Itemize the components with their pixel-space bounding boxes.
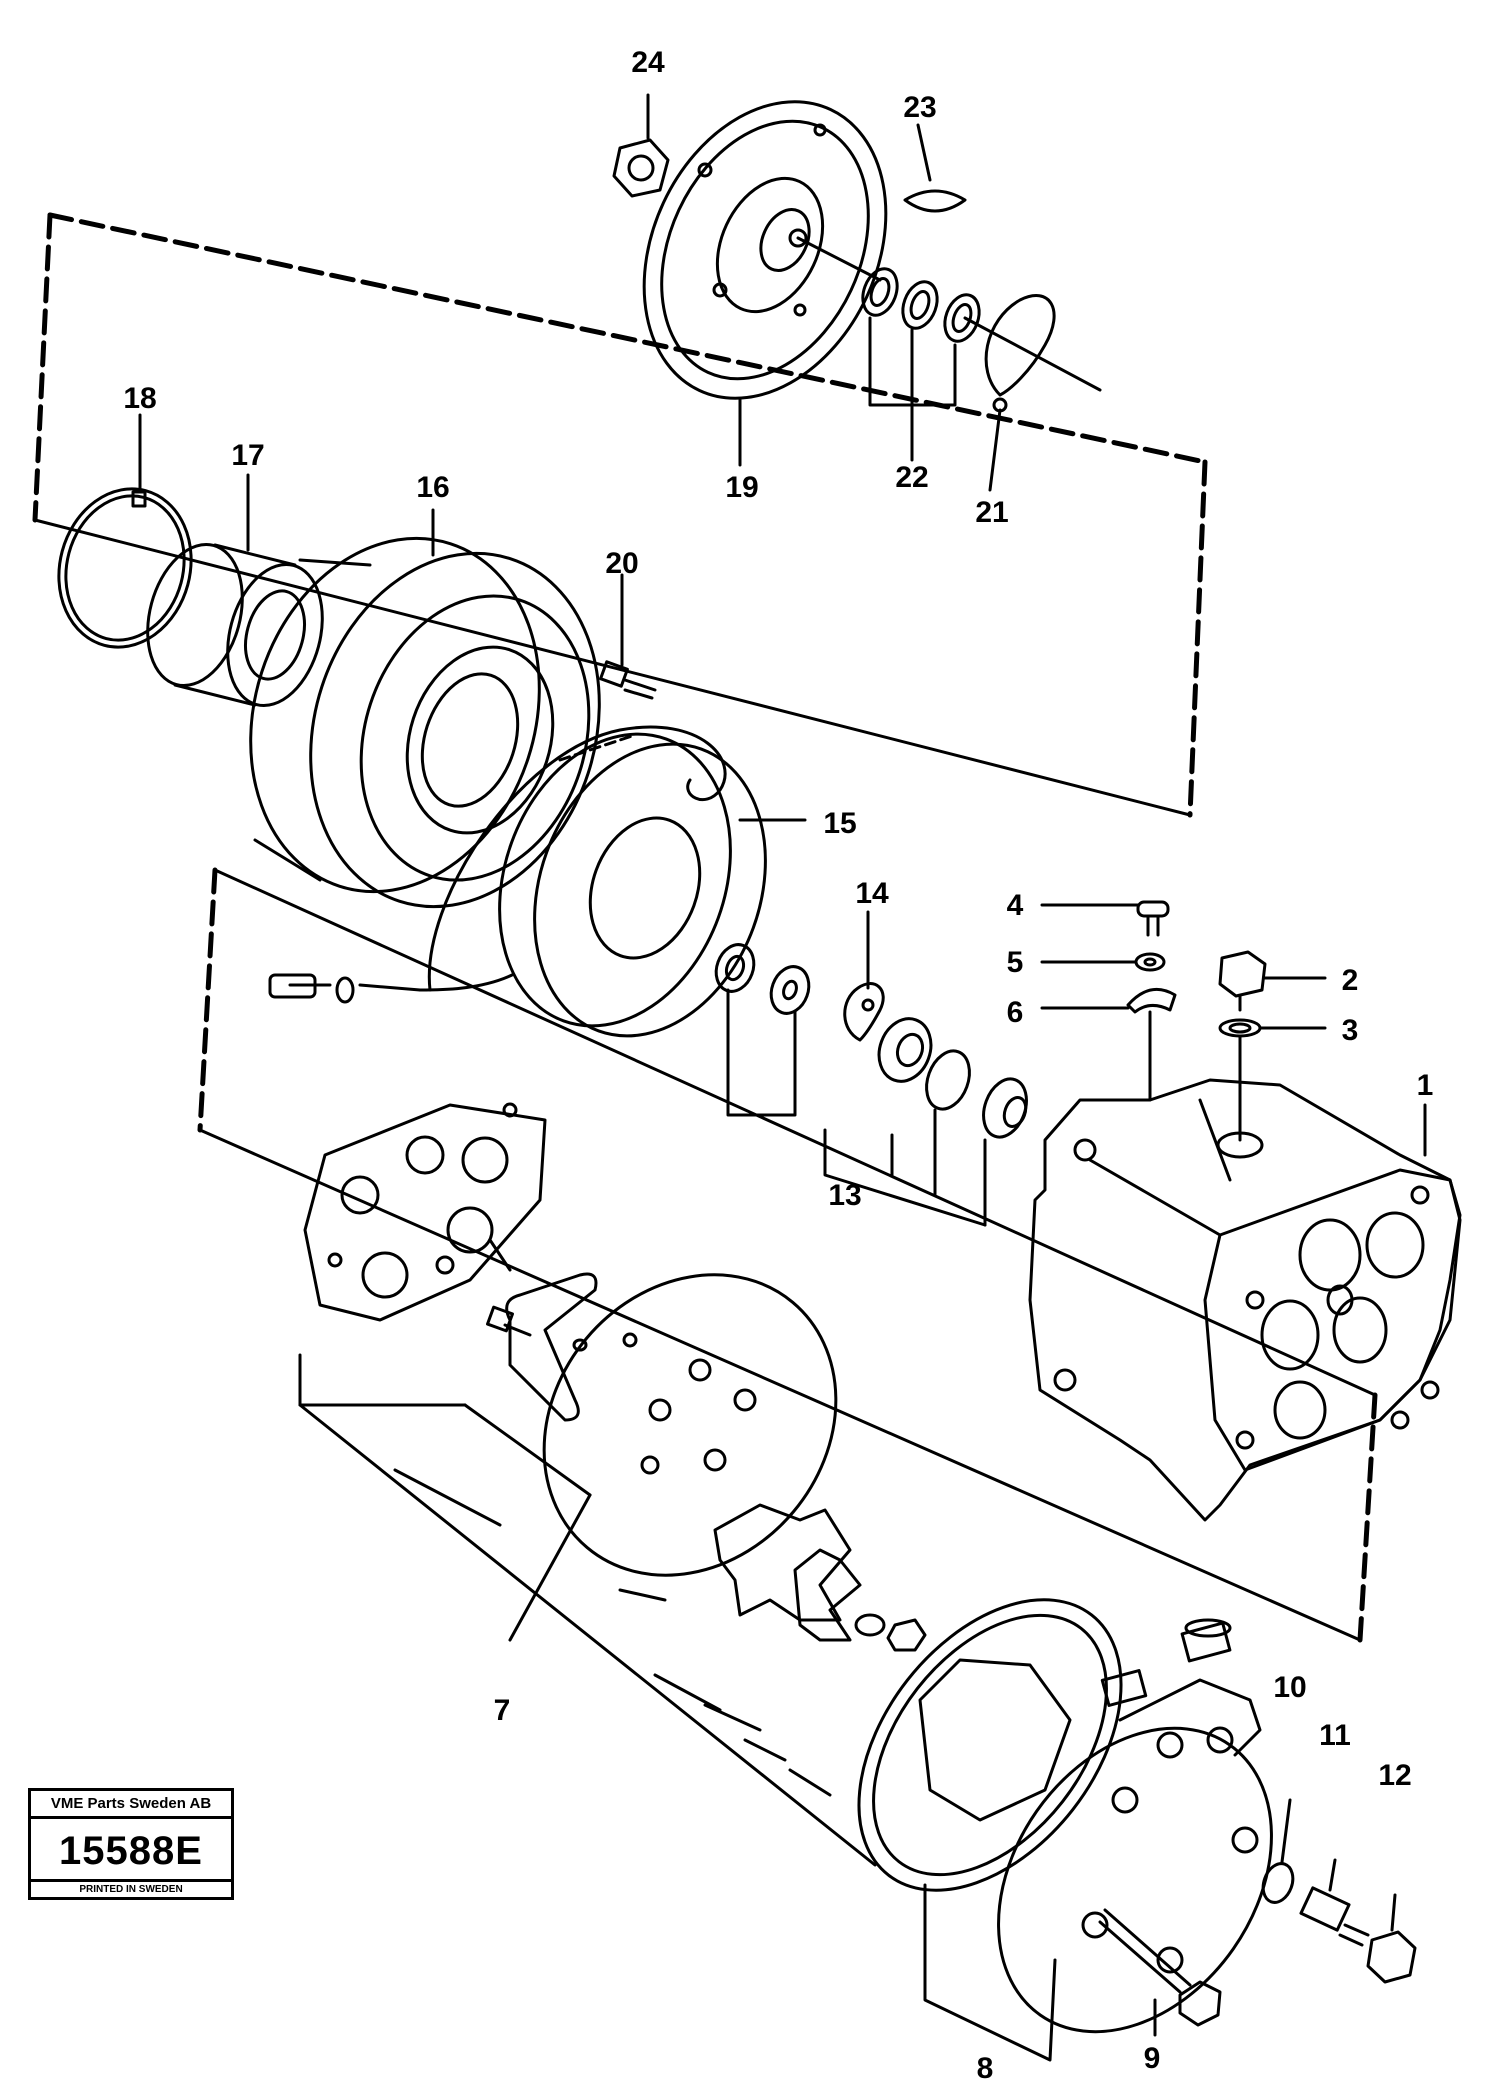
leader-23 bbox=[916, 123, 932, 182]
callout-15: 15 bbox=[823, 807, 856, 840]
callout-24: 24 bbox=[631, 46, 665, 79]
part-3-o-ring bbox=[1218, 1018, 1262, 1142]
upper-dashed-frame bbox=[32, 212, 1208, 818]
part-5-washer bbox=[1134, 952, 1166, 972]
leader-7-i bbox=[743, 1738, 787, 1762]
callout-16: 16 bbox=[416, 471, 449, 504]
callout-6: 6 bbox=[1007, 996, 1024, 1029]
part-18-snap-ring bbox=[57, 487, 193, 649]
callout-3: 3 bbox=[1342, 1014, 1359, 1047]
part-1-compressor bbox=[1028, 1078, 1462, 1522]
callout-20: 20 bbox=[605, 547, 638, 580]
leader-7-b bbox=[463, 1403, 592, 1497]
leader-7-e bbox=[298, 1403, 877, 1867]
callout-21: 21 bbox=[975, 496, 1008, 529]
leader-7-g bbox=[653, 1673, 722, 1712]
part-22-shims bbox=[861, 267, 981, 407]
callout-7: 7 bbox=[494, 1694, 511, 1727]
callout-2: 2 bbox=[1342, 964, 1359, 997]
part-19-drive-plate bbox=[642, 100, 888, 400]
part-7-valve-plate-kit bbox=[303, 1102, 927, 1652]
part-17-bearing bbox=[146, 542, 324, 708]
leader-21 bbox=[988, 408, 1002, 492]
lower-dashed-frame bbox=[197, 867, 1378, 1643]
part-23-key bbox=[903, 189, 967, 213]
callout-8: 8 bbox=[977, 2052, 994, 2085]
part-12-cap bbox=[1366, 1893, 1417, 1984]
callout-1: 1 bbox=[1417, 1069, 1434, 1102]
callout-22: 22 bbox=[895, 461, 928, 494]
callout-23: 23 bbox=[903, 91, 936, 124]
callout-5: 5 bbox=[1007, 946, 1024, 979]
part-21-snap-ring bbox=[963, 294, 1102, 413]
stamp-company: VME Parts Sweden AB bbox=[31, 1791, 231, 1819]
callout-10: 10 bbox=[1273, 1671, 1306, 1704]
leader-7-a bbox=[298, 1353, 467, 1407]
callout-labels: 24 23 18 17 16 19 22 21 20 15 14 4 5 6 2… bbox=[123, 46, 1433, 2085]
callout-18: 18 bbox=[123, 382, 156, 415]
leader-7-h bbox=[703, 1703, 762, 1732]
callout-12: 12 bbox=[1378, 1759, 1411, 1792]
part-9-bolt bbox=[1098, 1908, 1222, 2037]
callout-14: 14 bbox=[855, 877, 889, 910]
part-13-shaft-seal-kit bbox=[714, 943, 1028, 1139]
callout-19: 19 bbox=[725, 471, 758, 504]
callout-11: 11 bbox=[1319, 1719, 1351, 1752]
callout-17: 17 bbox=[231, 439, 264, 472]
part-16-pulley bbox=[249, 536, 601, 909]
part-20-screw bbox=[599, 660, 657, 700]
part-15-field-coil bbox=[268, 725, 767, 1038]
callout-9: 9 bbox=[1144, 2042, 1161, 2075]
part-8-gasket-and-head bbox=[857, 1598, 1273, 2062]
stamp-printed-note: PRINTED IN SWEDEN bbox=[31, 1879, 231, 1897]
part-10-o-ring bbox=[1261, 1798, 1295, 1904]
leader-7-j bbox=[788, 1768, 832, 1797]
stamp-drawing-number: 15588E bbox=[59, 1829, 203, 1873]
callout-4: 4 bbox=[1007, 889, 1024, 922]
callout-13: 13 bbox=[828, 1179, 861, 1212]
part-14-retaining-ring bbox=[843, 982, 885, 1042]
part-6-clamp bbox=[1126, 987, 1177, 1102]
leader-7-d bbox=[393, 1468, 502, 1527]
leader-7-f bbox=[618, 1588, 667, 1602]
part-4-screw bbox=[1136, 900, 1170, 937]
drawing-stamp: VME Parts Sweden AB 15588E PRINTED IN SW… bbox=[28, 1788, 234, 1900]
part-24-nut bbox=[612, 138, 670, 198]
part-2-plug bbox=[1218, 950, 1267, 1012]
leader-7-c bbox=[508, 1493, 592, 1642]
part-11-valve-fitting bbox=[1299, 1858, 1370, 1947]
leader-13-d bbox=[823, 1128, 987, 1227]
